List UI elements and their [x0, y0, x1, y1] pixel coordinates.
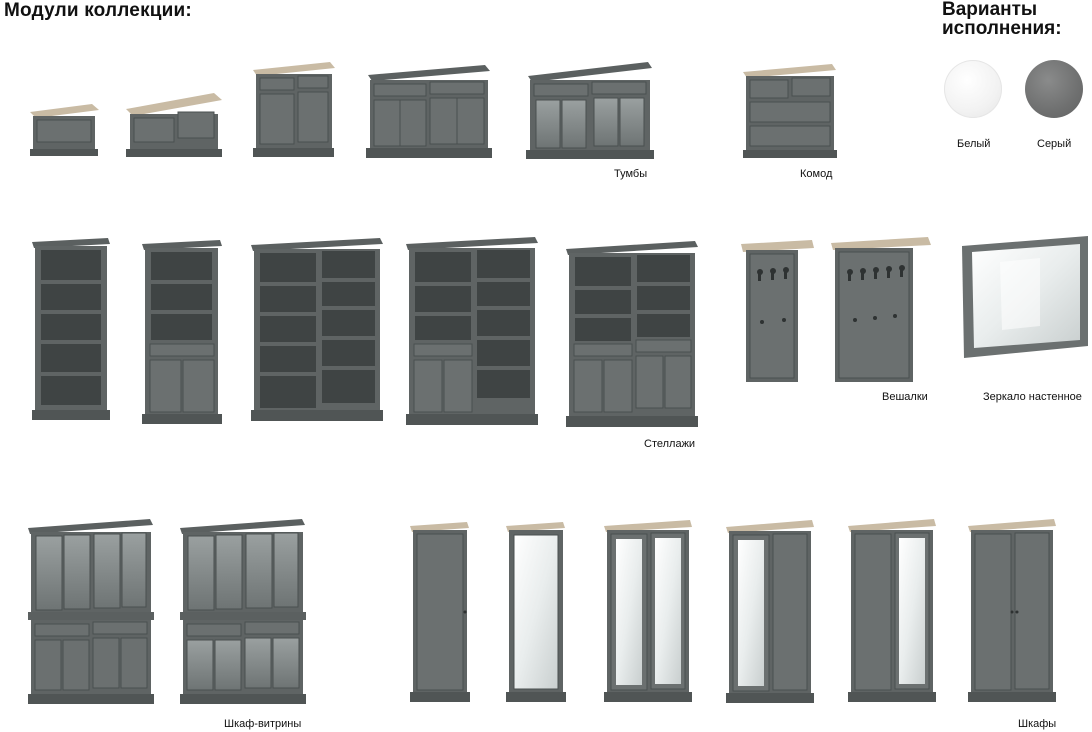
veshalki-label: Вешалки — [882, 391, 928, 403]
bookcase-wide-doors-both[interactable] — [566, 241, 698, 427]
wardrobe-single-mirror[interactable] — [506, 522, 566, 702]
zerkalo-label: Зеркало настенное — [983, 391, 1082, 403]
vitriny-label: Шкаф-витрины — [224, 718, 302, 730]
wall-mirror[interactable] — [962, 236, 1088, 358]
variants-title: Варианты исполнения: — [942, 0, 1062, 38]
grey-variant-label: Серый — [1037, 138, 1072, 150]
grey-color-swatch[interactable] — [1025, 60, 1083, 118]
stellazhi-label: Стеллажи — [644, 438, 696, 450]
wardrobe-double-door[interactable] — [968, 519, 1056, 702]
coat-rack-small[interactable] — [741, 240, 814, 382]
bench-small[interactable] — [30, 104, 99, 156]
sideboard-four-door[interactable] — [366, 65, 492, 158]
wardrobe-double-mirror[interactable] — [604, 520, 692, 702]
cabinet-two-door[interactable] — [253, 62, 335, 157]
variants-title-line1: Варианты — [942, 0, 1038, 20]
wardrobe-right-mirror[interactable] — [848, 519, 936, 702]
white-variant-label: Белый — [957, 138, 991, 150]
shkafy-label: Шкафы — [1018, 718, 1057, 730]
wardrobe-left-mirror[interactable] — [726, 520, 814, 703]
bookcase-wide-doors-left[interactable] — [406, 237, 538, 425]
bookcase-narrow-doors[interactable] — [142, 240, 222, 424]
wardrobe-single-door[interactable] — [410, 522, 470, 702]
page-title: Модули коллекции: — [4, 0, 192, 21]
display-cabinet-glass-base[interactable] — [180, 519, 306, 704]
tumby-label: Тумбы — [614, 168, 648, 180]
white-color-swatch[interactable] — [944, 60, 1002, 118]
bench-double[interactable] — [126, 93, 222, 157]
coat-rack-large[interactable] — [831, 237, 931, 382]
sideboard-glass-doors[interactable] — [526, 62, 654, 159]
bookcase-wide-open[interactable] — [251, 238, 383, 421]
display-cabinet-wooden-base[interactable] — [28, 519, 154, 704]
chest-of-drawers[interactable] — [743, 64, 837, 158]
komod-label: Комод — [800, 168, 833, 180]
bookcase-narrow-open[interactable] — [32, 238, 110, 420]
variants-title-line2: исполнения: — [942, 18, 1062, 39]
